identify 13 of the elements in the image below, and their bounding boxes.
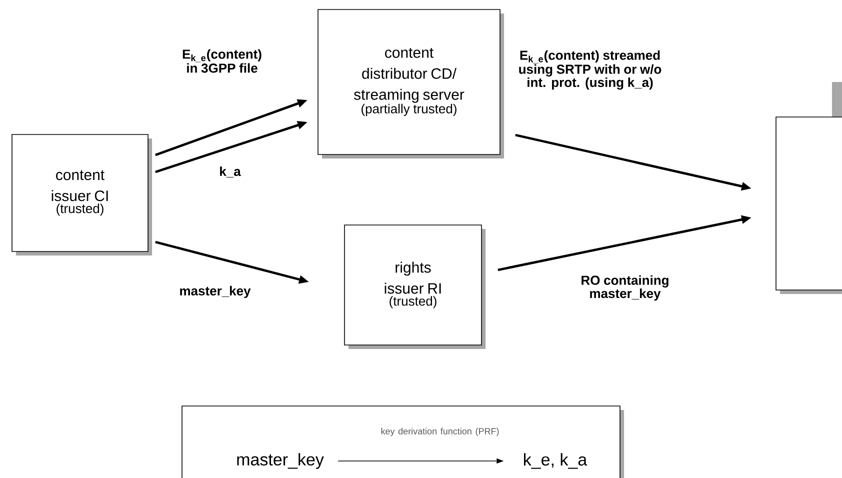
edge-label: master_key [180, 286, 251, 298]
frame-box [182, 406, 624, 478]
process-box: content distributor CD/ streaming server (partially trusted) [318, 9, 504, 158]
device-box [776, 82, 842, 294]
key-text: master_key [237, 453, 324, 469]
edge-label: k_a [220, 166, 241, 178]
edge-label: RO containing master_key [582, 275, 668, 301]
edge-label: E$_{k_e}$(content) in 3GPP file [182, 49, 262, 73]
process-box: rights issuer RI (trusted) [344, 224, 486, 349]
edge-label: key derivation function (PRF) [381, 428, 499, 436]
key-text: k_e, k_a [524, 453, 588, 469]
process-box: content issuer CI (trusted) [12, 134, 152, 256]
edge-label: E$_{k_e}$(content) streamed using SRTP with or w/o int. prot. (using k_a) [519, 50, 662, 90]
